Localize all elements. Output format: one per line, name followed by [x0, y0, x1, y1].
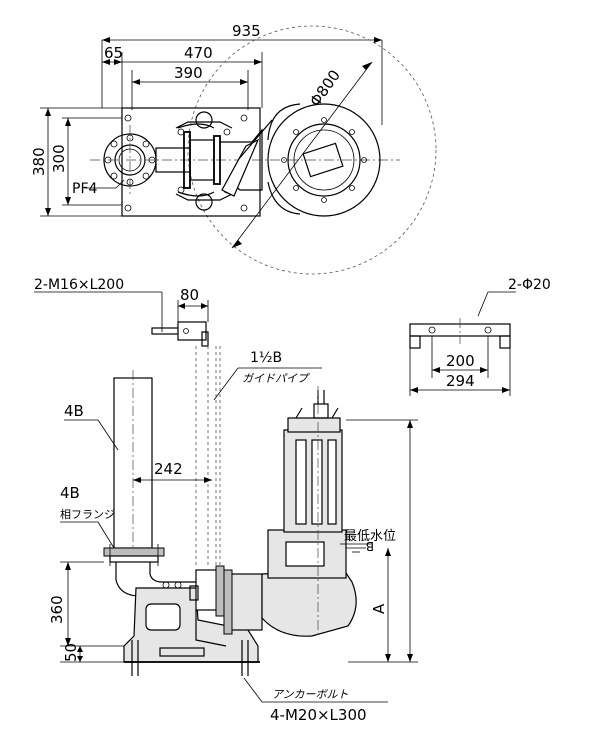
dim-200: 200 [446, 352, 475, 370]
dim-242: 242 [154, 460, 183, 478]
guide-bracket-top [175, 111, 233, 136]
label-pipe-4b: 4B [64, 402, 84, 420]
dim-294: 294 [446, 372, 475, 390]
label-2-phi20: 2-Φ20 [508, 277, 551, 293]
dim-65: 65 [104, 44, 123, 62]
dim-300: 300 [50, 144, 68, 173]
discharge-flange [221, 138, 260, 197]
dim-50: 50 [62, 643, 80, 662]
dim-470: 470 [184, 44, 213, 62]
guide-coupling [195, 569, 219, 611]
base-plate [121, 107, 261, 217]
label-min-water-level: 最低水位 [344, 529, 396, 544]
label-mating-flange: 相フランジ [60, 508, 115, 521]
label-guide-pipe: ガイドパイプ [242, 372, 310, 385]
label-bolt-spec: 2-M16×L200 [34, 277, 124, 293]
side-detail: 2-Φ20 200 294 [409, 277, 551, 396]
top-view: 935 65 470 390 Φ800 380 [30, 22, 437, 275]
label-anchor-bolt: アンカーボルト [272, 688, 349, 701]
dim-80: 80 [180, 286, 199, 304]
dim-935: 935 [232, 22, 261, 40]
mating-flange [103, 547, 165, 557]
front-view: 2-M16×L200 80 1½B ガイドパイプ 4B [34, 277, 418, 724]
dim-360: 360 [48, 595, 66, 624]
dim-380: 380 [30, 147, 48, 176]
label-pf4: PF4 [72, 181, 97, 197]
swing-circle [187, 25, 437, 275]
svg-text:B: B [366, 539, 374, 553]
dim-A: A [370, 603, 388, 614]
label-guide-pipe-size: 1½B [250, 350, 282, 366]
label-flange-4b: 4B [60, 484, 80, 502]
label-anchor-spec: 4-M20×L300 [270, 706, 367, 724]
dim-phi800: Φ800 [306, 66, 344, 109]
pump-volute [261, 569, 357, 637]
dim-390: 390 [174, 64, 203, 82]
pump-body-top [267, 103, 381, 217]
